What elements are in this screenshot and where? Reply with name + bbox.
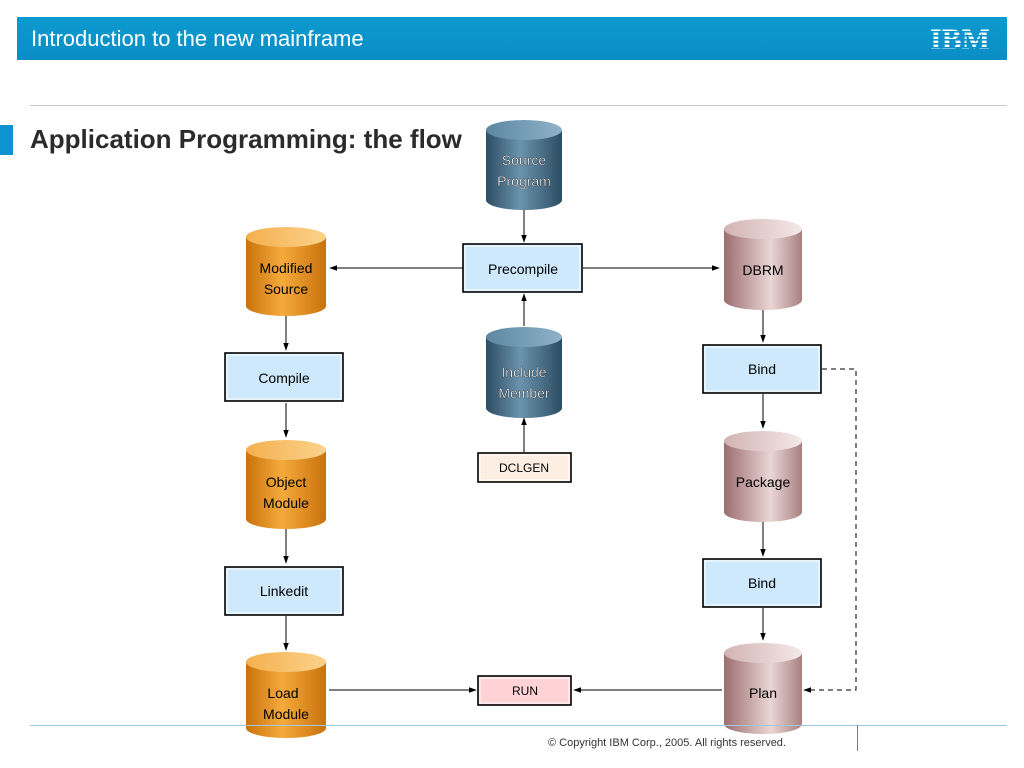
node-source-program: Source Program [486, 120, 562, 210]
ibm-logo: IBM [930, 24, 990, 52]
node-label: Bind [748, 361, 776, 377]
node-load-module: Load Module [246, 652, 326, 738]
top-rule [30, 105, 1007, 106]
header-title: Introduction to the new mainframe [31, 26, 364, 51]
node-label: Linkedit [260, 583, 308, 599]
node-label: Plan [749, 685, 777, 701]
node-label: Member [498, 385, 550, 401]
node-label: Compile [258, 370, 310, 386]
node-run: RUN [477, 675, 572, 706]
node-precompile: Precompile [462, 243, 583, 293]
node-label: DCLGEN [499, 461, 549, 475]
node-label: Program [497, 173, 551, 189]
node-label: Module [263, 706, 309, 722]
ibm-logo-text: IBM [930, 24, 990, 52]
node-label: Bind [748, 575, 776, 591]
node-modified-source: Modified Source [246, 227, 326, 316]
header-bar: Introduction to the new mainframe IBM [17, 17, 1007, 60]
page-title: Application Programming: the flow [30, 124, 462, 154]
node-label: DBRM [742, 262, 783, 278]
node-label: Load [267, 685, 298, 701]
node-label: Object [266, 474, 307, 490]
node-object-module: Object Module [246, 440, 326, 529]
node-dbrm: DBRM [724, 219, 802, 310]
node-label: Source [502, 152, 547, 168]
node-dclgen: DCLGEN [477, 452, 572, 483]
node-label: RUN [512, 684, 538, 698]
bottom-rule [30, 725, 1007, 726]
node-label: Package [736, 474, 791, 490]
node-label: Modified [260, 260, 313, 276]
edge-bind-to-plan-dashed [803, 368, 857, 693]
node-package: Package [724, 431, 802, 522]
node-label: Include [501, 364, 546, 380]
footer-divider [857, 725, 858, 751]
node-bind-2: Bind [702, 558, 822, 608]
node-include-member: Include Member [486, 327, 562, 418]
node-linkedit: Linkedit [224, 566, 344, 616]
node-label: Source [264, 281, 309, 297]
node-compile: Compile [224, 352, 344, 402]
node-plan: Plan [724, 643, 802, 734]
copyright: © Copyright IBM Corp., 2005. All rights … [548, 737, 786, 749]
edges [283, 208, 857, 693]
node-bind-1: Bind [702, 344, 822, 394]
node-label: Precompile [488, 261, 558, 277]
node-label: Module [263, 495, 309, 511]
title-marker [0, 125, 13, 155]
